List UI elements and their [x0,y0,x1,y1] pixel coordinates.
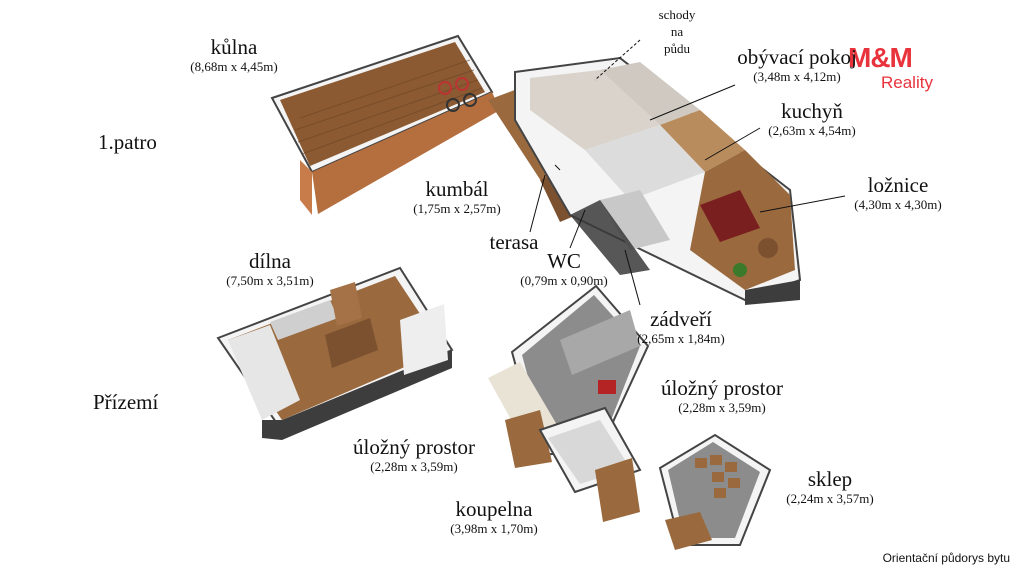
kulna-room [270,34,500,215]
leader-lines [529,39,846,306]
label-zadveri: zádveří (2,65m x 1,84m) [624,308,738,346]
label-ulozny-1: úložný prostor (2,28m x 3,59m) [644,377,800,415]
ulozny2-name: úložný prostor [353,435,475,459]
floor-label-ground: Přízemí [93,390,159,414]
ulozny1-name: úložný prostor [661,376,783,400]
brand-logo: M&M Reality [848,42,940,94]
ulozny1-dim: (2,28m x 3,59m) [678,400,766,416]
dilna-room [216,266,454,440]
label-kulna: kůlna (8,68m x 4,45m) [176,36,292,74]
dilna-dim: (7,50m x 3,51m) [226,273,314,289]
kuchyn-dim: (2,63m x 4,54m) [768,123,856,139]
kulna-name: kůlna [210,35,258,59]
label-schody: schody na půdu [648,6,706,57]
logo-sub: Reality [881,73,933,92]
kuchyn-name: kuchyň [781,99,843,123]
label-terasa: terasa [482,231,546,253]
loznice-dim: (4,30m x 4,30m) [854,197,942,213]
schody-line2: na [670,24,684,39]
terasa-name: terasa [489,230,539,254]
label-obyvaci: obývací pokoj (3,48m x 4,12m) [722,46,872,84]
zadveri-dim: (2,65m x 1,84m) [637,331,725,347]
schody-line3: půdu [664,41,690,56]
label-loznice: ložnice (4,30m x 4,30m) [838,174,958,212]
obyvaci-dim: (3,48m x 4,12m) [753,69,841,85]
label-kuchyn: kuchyň (2,63m x 4,54m) [752,100,872,138]
zadveri-name: zádveří [650,307,712,331]
kulna-dim: (8,68m x 4,45m) [190,59,278,75]
koupelna-name: koupelna [455,497,533,521]
label-kumbal: kumbál (1,75m x 2,57m) [398,178,516,216]
loznice-name: ložnice [867,173,929,197]
floor-label-upper: 1.patro [98,130,157,154]
koupelna-dim: (3,98m x 1,70m) [450,521,538,537]
ground-storage [488,284,650,522]
schody-line1: schody [658,7,696,22]
ulozny2-dim: (2,28m x 3,59m) [370,459,458,475]
sklep-dim: (2,24m x 3,57m) [786,491,874,507]
footer-note: Orientační půdorys bytu [882,551,1010,565]
label-koupelna: koupelna (3,98m x 1,70m) [436,498,552,536]
obyvaci-name: obývací pokoj [737,45,857,69]
dilna-name: dílna [249,249,291,273]
label-ulozny-2: úložný prostor (2,28m x 3,59m) [336,436,492,474]
label-sklep: sklep (2,24m x 3,57m) [772,468,888,506]
kumbal-name: kumbál [425,177,489,201]
wc-name: WC [547,249,581,273]
label-wc: WC (0,79m x 0,90m) [512,250,616,288]
label-dilna: dílna (7,50m x 3,51m) [212,250,328,288]
sklep-room [658,433,772,550]
wc-dim: (0,79m x 0,90m) [520,273,608,289]
kumbal-dim: (1,75m x 2,57m) [413,201,501,217]
logo-mark: M&M [848,42,913,73]
sklep-name: sklep [807,467,853,491]
